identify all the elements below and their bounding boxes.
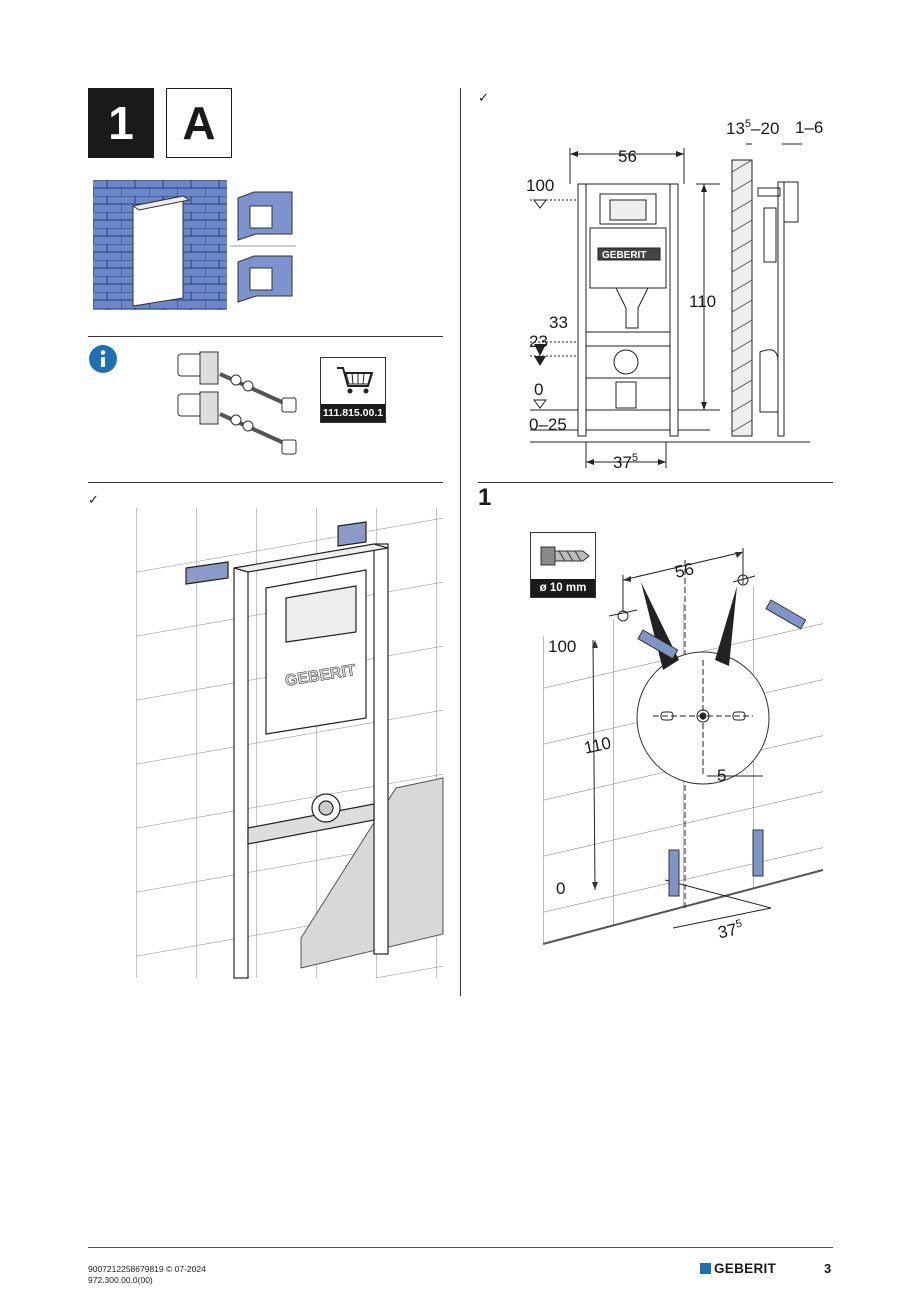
footer-rule — [88, 1247, 833, 1248]
dim-floor-range-label: 0–25 — [529, 415, 567, 435]
frame-on-wall-illustration: GEBERIT — [136, 508, 444, 979]
dim-wall-gap-sup: 5 — [744, 118, 752, 130]
article-number-label: 111.815.00.1 — [321, 404, 385, 422]
info-icon — [89, 345, 117, 373]
dim-foot-spacing-label: 375 — [613, 452, 638, 473]
dim-level-33: 33 — [549, 313, 568, 332]
drill-width: 56 — [673, 559, 696, 582]
dim-width-label: 56 — [618, 147, 637, 167]
drill-slot-label: 5 — [717, 766, 726, 786]
footer-doc-line1: 9007212258679819 © 07-2024 — [88, 1264, 206, 1274]
dim-foot-spacing-sup: 5 — [631, 452, 639, 464]
checkmark-right: ✓ — [478, 90, 489, 105]
center-divider — [460, 88, 461, 996]
drill-width-label: 56 — [673, 559, 696, 582]
footer-doc-line2: 972.300.00.0(00) — [88, 1275, 153, 1285]
checkmark-left: ✓ — [88, 492, 99, 507]
step-variant-box: A — [166, 88, 232, 158]
footer-brand-logo: GEBERIT — [700, 1261, 776, 1276]
drill-level-0-label: 0 — [556, 879, 565, 899]
drill-height-top-label: 100 — [548, 637, 576, 657]
drill-level-0: 0 — [556, 879, 566, 898]
dim-level-0-label: 0 — [534, 380, 543, 400]
dim-level-23: 23 — [529, 332, 548, 351]
step-variant: A — [182, 97, 216, 149]
dim-level-23-label: 23 — [529, 332, 548, 352]
footer-doc-info: 9007212258679819 © 07-2024 972.300.00.0(… — [88, 1264, 206, 1286]
dim-width: 56 — [618, 147, 637, 166]
dim-height-frame-label: 110 — [689, 292, 716, 312]
anchor-bolt-kit-illustration — [177, 351, 297, 455]
divider-left-2 — [88, 482, 443, 483]
dim-level-33-label: 33 — [549, 313, 568, 333]
dim-wall-gap: 13 — [726, 119, 745, 138]
dim-panel-gap-label: 1–6 — [795, 118, 823, 138]
frame-dimension-drawing: GEBERIT — [530, 143, 810, 468]
drill-slot: 5 — [717, 766, 727, 785]
page-number: 3 — [824, 1261, 832, 1276]
dim-level-0: 0 — [534, 380, 544, 399]
dim-wall-gap-max: –20 — [751, 119, 780, 138]
bracket-icon — [230, 191, 296, 303]
drill-bit-icon — [540, 546, 590, 566]
shopping-cart-icon — [337, 367, 374, 394]
brand-name: GEBERIT — [714, 1261, 777, 1276]
drilling-diagram — [542, 548, 824, 945]
divider-right — [478, 482, 833, 483]
dim-foot-spacing: 37 — [613, 453, 632, 472]
divider-left-1 — [88, 336, 443, 337]
brand-square-icon — [700, 1263, 711, 1274]
shopping-cart-article-box: 111.815.00.1 — [320, 357, 386, 423]
dim-wall-gap-label: 135–20 — [726, 118, 779, 139]
section-number: 1 — [478, 484, 492, 511]
dim-floor-range: 0–25 — [529, 415, 567, 434]
drill-size-label: ø 10 mm — [531, 579, 595, 597]
step-number-box: 1 — [88, 88, 154, 158]
dim-height-top-label: 100 — [526, 176, 554, 196]
drill-height-top: 100 — [548, 637, 577, 656]
step-number: 1 — [108, 97, 134, 149]
dim-height-top: 100 — [526, 176, 555, 195]
drill-size-badge: ø 10 mm — [530, 532, 596, 598]
dim-panel-gap: 1–6 — [795, 118, 824, 137]
svg-text:GEBERIT: GEBERIT — [602, 250, 646, 261]
dim-height-frame: 110 — [689, 292, 717, 311]
wall-box-illustration — [93, 180, 227, 310]
